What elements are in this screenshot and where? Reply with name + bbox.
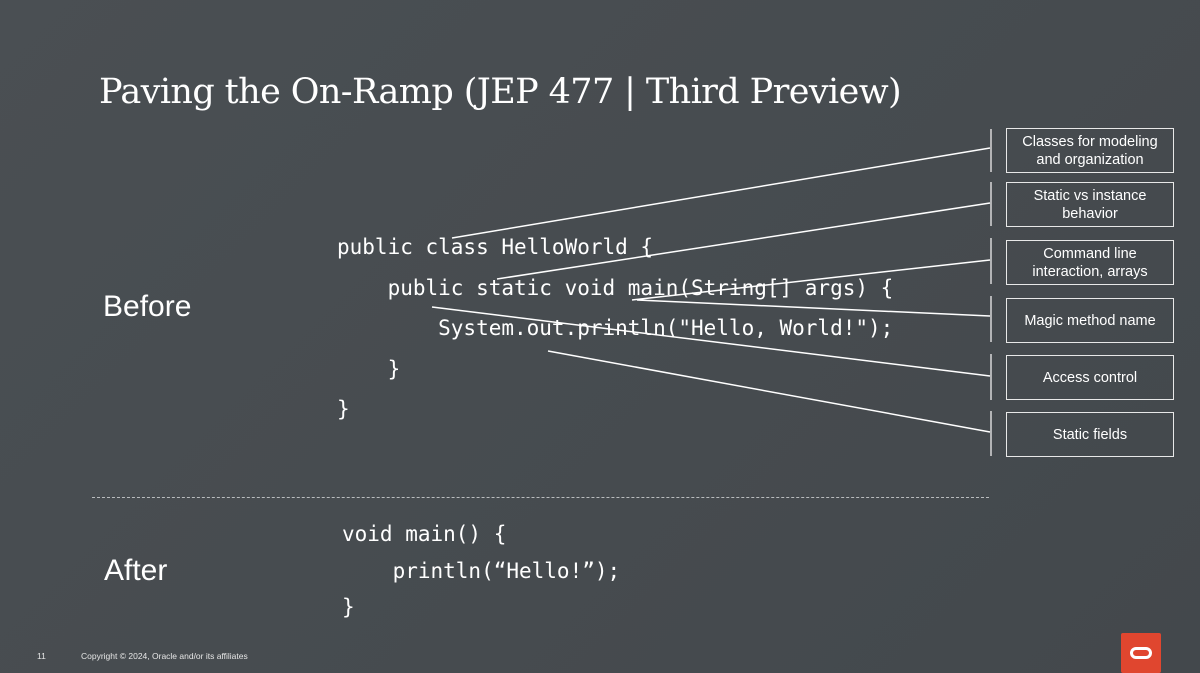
after-label: After [104, 554, 168, 587]
copyright-notice: Copyright © 2024, Oracle and/or its affi… [81, 651, 248, 661]
callout-line-static-fields [547, 350, 991, 433]
slide-title: Paving the On-Ramp (JEP 477 | Third Prev… [99, 72, 902, 112]
code-line: public class HelloWorld { [337, 235, 654, 259]
oracle-logo-icon [1121, 633, 1161, 673]
callout-magic-method: Magic method name [1006, 298, 1174, 343]
callout-line-magic-method [636, 299, 991, 317]
page-number: 11 [37, 651, 46, 661]
code-line: void main() { [342, 522, 507, 546]
callout-line-classes [451, 147, 991, 239]
code-line: } [342, 595, 355, 619]
before-label: Before [103, 290, 192, 323]
code-after: void main() { println(“Hello!”);} [342, 516, 620, 626]
callout-static-fields: Static fields [1006, 412, 1174, 457]
code-before: public class HelloWorld { public static … [337, 227, 893, 430]
section-divider [92, 497, 989, 498]
callout-command-line: Command line interaction, arrays [1006, 240, 1174, 285]
callout-access-control: Access control [1006, 355, 1174, 400]
callout-line-static-instance [496, 202, 991, 280]
callout-line-access-control [431, 306, 991, 377]
callout-line-command-line [631, 259, 991, 301]
code-line: println(“Hello!”); [342, 558, 621, 583]
callout-classes: Classes for modeling and organization [1006, 128, 1174, 173]
code-line: } [337, 397, 350, 421]
callout-static-instance: Static vs instance behavior [1006, 182, 1174, 227]
oracle-ring-icon [1130, 647, 1152, 659]
code-line: } [337, 356, 401, 381]
